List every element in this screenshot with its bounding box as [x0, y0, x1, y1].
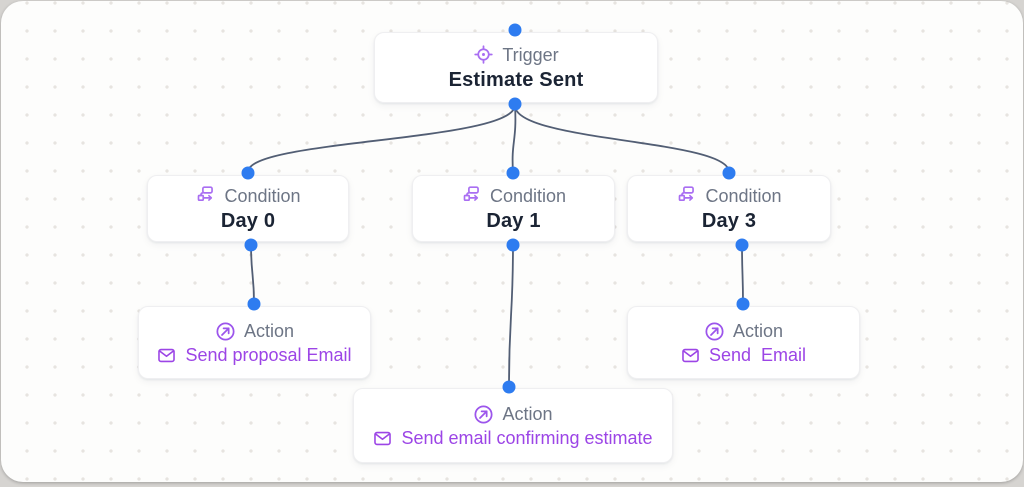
- action-node-send-email[interactable]: Action Send Email: [627, 306, 860, 379]
- handle-action-send-top[interactable]: [736, 297, 750, 311]
- condition-title: Day 0: [220, 210, 276, 232]
- handle-trigger-top[interactable]: [508, 23, 522, 37]
- condition-type-label: Condition: [489, 185, 567, 206]
- mail-icon: [157, 346, 176, 365]
- condition-title: Day 3: [701, 210, 757, 232]
- condition-node-day1[interactable]: Condition Day 1: [412, 175, 615, 242]
- action-description: Send proposal Email: [157, 345, 352, 365]
- condition-type-label: Condition: [224, 185, 301, 206]
- condition-node-day3[interactable]: Condition Day 3: [627, 175, 831, 242]
- action-type-label: Action: [502, 404, 553, 424]
- action-type-label: Action: [732, 321, 784, 341]
- action-node-header: Action: [473, 404, 553, 425]
- mail-icon: [681, 346, 700, 365]
- handle-day3-bottom[interactable]: [735, 238, 749, 252]
- condition-node-header: Condition: [195, 185, 301, 206]
- mail-icon: [373, 429, 392, 448]
- edge-trigger-day3[interactable]: [514, 104, 730, 173]
- trigger-node[interactable]: Trigger Estimate Sent: [374, 32, 658, 103]
- edge-day3-action[interactable]: [741, 243, 744, 304]
- action-node-header: Action: [215, 321, 294, 342]
- handle-day0-top[interactable]: [241, 166, 255, 180]
- handle-day3-top[interactable]: [722, 166, 736, 180]
- workflow-branch-icon: [676, 185, 697, 206]
- handle-day1-top[interactable]: [506, 166, 520, 180]
- action-description: Send email confirming estimate: [373, 428, 653, 448]
- handle-trigger-bottom[interactable]: [508, 97, 522, 111]
- trigger-title: Estimate Sent: [448, 69, 584, 91]
- workflow-branch-icon: [195, 185, 216, 206]
- edge-trigger-day0[interactable]: [247, 104, 516, 173]
- edge-trigger-day1[interactable]: [511, 104, 517, 173]
- workflow-branch-icon: [461, 185, 482, 206]
- condition-node-day0[interactable]: Condition Day 0: [147, 175, 349, 242]
- action-text: Send Email: [708, 345, 807, 365]
- action-text: Send email confirming estimate: [401, 428, 653, 448]
- condition-type-label: Condition: [705, 185, 782, 206]
- action-node-proposal-email[interactable]: Action Send proposal Email: [138, 306, 371, 379]
- edge-day0-action[interactable]: [250, 243, 255, 304]
- condition-node-header: Condition: [461, 185, 566, 206]
- condition-node-header: Condition: [676, 185, 782, 206]
- action-node-header: Action: [704, 321, 783, 342]
- crosshair-target-icon: [473, 44, 494, 65]
- action-node-confirm-email[interactable]: Action Send email confirming estimate: [353, 388, 673, 463]
- trigger-type-label: Trigger: [502, 44, 559, 65]
- action-type-label: Action: [243, 321, 295, 341]
- action-text: Send proposal Email: [185, 345, 352, 365]
- circle-send-icon: [704, 321, 725, 342]
- edge-day1-action[interactable]: [508, 243, 514, 387]
- circle-send-icon: [473, 404, 494, 425]
- trigger-node-header: Trigger: [473, 44, 559, 65]
- circle-send-icon: [215, 321, 236, 342]
- action-description: Send Email: [681, 346, 806, 365]
- handle-action-confirm-top[interactable]: [502, 380, 516, 394]
- handle-action-proposal-top[interactable]: [247, 297, 261, 311]
- handle-day1-bottom[interactable]: [506, 238, 520, 252]
- handle-day0-bottom[interactable]: [244, 238, 258, 252]
- condition-title: Day 1: [486, 210, 541, 232]
